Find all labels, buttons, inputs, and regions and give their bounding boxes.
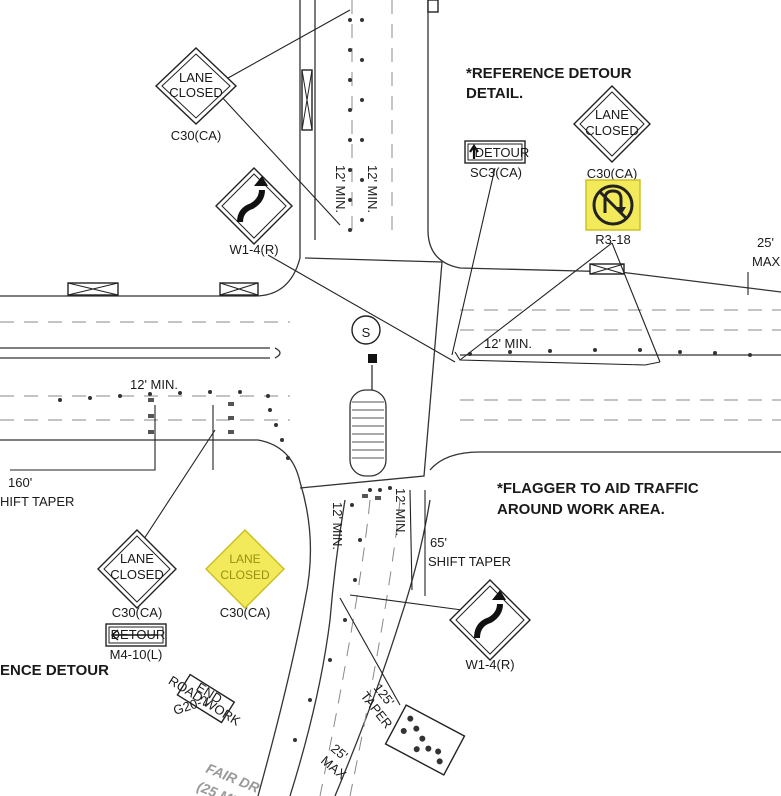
reverse-curve-sign-upper: W1-4(R) — [215, 167, 293, 257]
lane-closed-sign-top-right: LANE CLOSED C30(CA) — [573, 85, 651, 181]
dim-12-min-north-1: 12' MIN. — [333, 165, 348, 213]
dim-shift-taper-label-left: HIFT TAPER — [0, 494, 74, 509]
svg-text:CLOSED: CLOSED — [585, 123, 638, 138]
no-u-turn-sign: R3-18 — [585, 179, 641, 247]
w1-4-label: W1-4(R) — [465, 657, 514, 672]
svg-text:LANE: LANE — [120, 551, 154, 566]
lane-closed-sign-highlighted: LANE CLOSED C30(CA) — [205, 529, 285, 620]
flagger-symbol: S — [351, 315, 381, 345]
cone-rows — [58, 18, 752, 742]
dim-12-min-west: 12' MIN. — [130, 377, 178, 392]
r3-18-label: R3-18 — [595, 232, 630, 247]
c30-label: C30(CA) — [587, 166, 638, 181]
sc3-label: SC3(CA) — [470, 165, 522, 180]
g20-2-label: G20-2 — [171, 692, 210, 717]
svg-text:CLOSED: CLOSED — [110, 567, 163, 582]
reference-detour-note-line2: DETAIL. — [466, 85, 523, 102]
dim-max-label-east: MAX — [752, 254, 781, 269]
dim-65-shift-taper: 65' — [430, 535, 447, 550]
svg-text:LANE: LANE — [229, 552, 260, 566]
lane-closed-sign-lower-left: LANE CLOSED C30(CA) — [97, 529, 177, 620]
reference-detour-note-left: ENCE DETOUR — [0, 662, 109, 679]
dim-12-min-south-1: 12' MIN. — [330, 502, 345, 550]
dim-65-shift-taper-label: SHIFT TAPER — [428, 554, 511, 569]
m4-10-label: M4-10(L) — [110, 647, 163, 662]
flagger-note-line2: AROUND WORK AREA. — [497, 501, 665, 518]
cone-clusters — [148, 398, 381, 500]
svg-text:CLOSED: CLOSED — [220, 568, 270, 582]
barricades — [67, 0, 625, 296]
svg-text:CLOSED: CLOSED — [169, 85, 222, 100]
detour-sign-text: DETOUR — [475, 145, 530, 160]
lane-closed-sign-top-left: LANE CLOSED C30(CA) — [154, 47, 238, 143]
dim-160-shift-taper: 160' — [8, 475, 32, 490]
dim-12-min-south-2: 12' MIN. — [393, 488, 408, 536]
c30-label: C30(CA) — [171, 128, 222, 143]
w1-4-label: W1-4(R) — [229, 242, 278, 257]
svg-text:S: S — [362, 325, 371, 340]
reverse-curve-sign-lower: W1-4(R) — [449, 579, 531, 672]
c30-label: C30(CA) — [112, 605, 163, 620]
flagger-note: *FLAGGER TO AID TRAFFIC — [497, 480, 699, 497]
reference-detour-note: *REFERENCE DETOUR — [466, 65, 632, 82]
c30-label: C30(CA) — [220, 605, 271, 620]
detour-sign-sc3: DETOUR SC3(CA) — [464, 140, 530, 180]
svg-text:LANE: LANE — [595, 107, 629, 122]
svg-text:LANE: LANE — [179, 70, 213, 85]
detour-sign-text: DETOUR — [111, 627, 166, 642]
leader-lines — [10, 9, 749, 706]
arrow-board — [384, 704, 466, 776]
traffic-island — [349, 354, 387, 477]
detour-sign-m4-10: DETOUR M4-10(L) — [105, 623, 167, 662]
dim-12-min-north-2: 12' MIN. — [365, 165, 380, 213]
dim-12-min-east: 12' MIN. — [484, 336, 532, 351]
dim-25-max-east: 25' — [757, 235, 774, 250]
